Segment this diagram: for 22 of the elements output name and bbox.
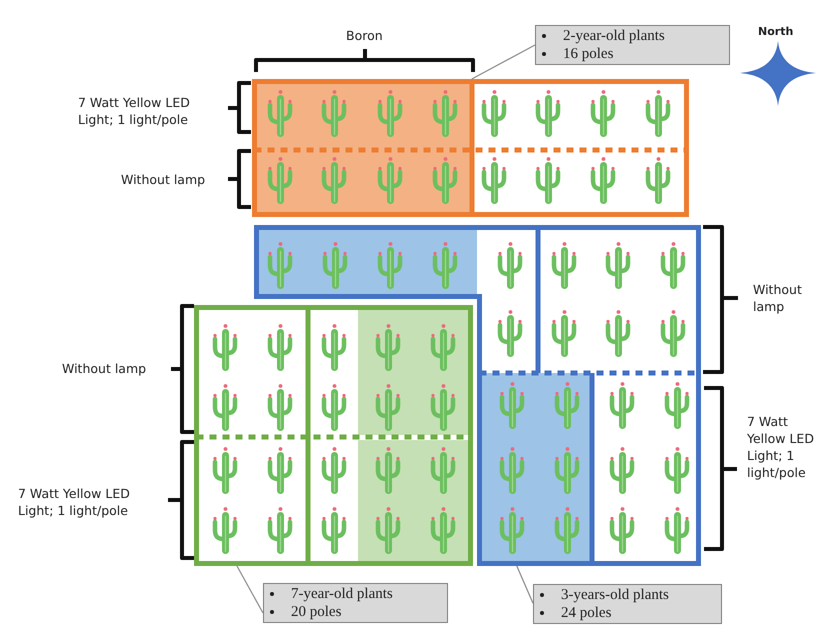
leader-line [516, 566, 534, 604]
callout-text: 16 poles [563, 45, 614, 63]
callout-box [263, 583, 448, 623]
leader-line [236, 566, 264, 614]
callout-text: 24 poles [561, 604, 612, 622]
compass-label: North [758, 24, 794, 40]
treatment-label: Boron [346, 27, 383, 44]
leader-line [472, 44, 536, 80]
callout-text: 7-year-old plants [291, 585, 393, 603]
callout-box [535, 25, 730, 65]
treatment-label: 7 Watt Yellow LED Light; 1 light/pole [78, 94, 191, 128]
treatment-label: Without lamp [62, 360, 146, 377]
treatment-label: Without lamp [753, 281, 803, 315]
callout-text: 2-year-old plants [563, 27, 665, 45]
callout-text: 3-years-old plants [561, 586, 669, 604]
planting-plot [252, 79, 689, 217]
callout-text: 20 poles [291, 603, 342, 621]
treatment-label: 7 Watt Yellow LED Light; 1 light/pole [18, 485, 131, 519]
planting-plot [194, 305, 473, 566]
callout-box [533, 584, 722, 624]
treatment-label: Without lamp [121, 171, 206, 188]
treatment-label: 7 Watt Yellow LED Light; 1 light/pole [747, 413, 814, 481]
